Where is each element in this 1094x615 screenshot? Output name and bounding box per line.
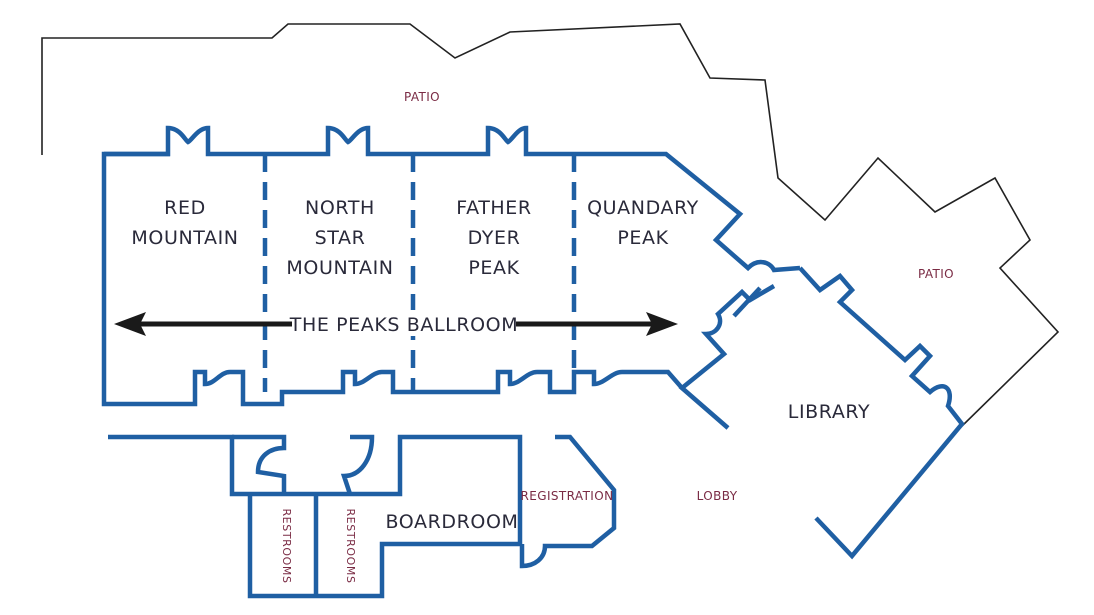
room-father-dyer-line1: FATHER	[456, 197, 531, 219]
room-red-mountain-line1: RED	[164, 197, 206, 219]
library-label: LIBRARY	[788, 401, 870, 423]
restrooms-label-1: RESTROOMS	[280, 508, 293, 583]
room-north-star-line3: MOUNTAIN	[286, 257, 393, 279]
library-notch	[732, 286, 762, 318]
room-red-mountain-line2: MOUNTAIN	[131, 227, 238, 249]
arrow-head-left	[114, 312, 146, 336]
patio-top-outline	[41, 23, 1060, 429]
arrow-head-right	[646, 312, 678, 336]
patio-right-label: PATIO	[918, 267, 954, 281]
ballroom-label: THE PEAKS BALLROOM	[289, 314, 518, 336]
ballroom-label-bg	[292, 310, 516, 336]
room-north-star-line1: NORTH	[305, 197, 375, 219]
boardroom-label: BOARDROOM	[385, 511, 518, 533]
ballroom-walls	[101, 151, 684, 407]
restroom-door-left	[232, 434, 287, 494]
ballroom-right-wall	[678, 284, 776, 430]
room-quandary-line1: QUANDARY	[587, 197, 699, 219]
lobby-label: LOBBY	[697, 489, 738, 503]
room-north-star-line2: STAR	[315, 227, 366, 249]
restrooms-label-2: RESTROOMS	[344, 508, 357, 583]
ballroom-top-wall	[104, 125, 801, 273]
room-father-dyer-line2: DYER	[468, 227, 521, 249]
restrooms-block	[247, 494, 520, 599]
room-quandary-line2: PEAK	[617, 227, 668, 249]
registration-booth	[519, 434, 617, 569]
restroom-door-right	[340, 434, 375, 495]
patio-top-label: PATIO	[404, 90, 440, 104]
library-walls	[798, 266, 965, 560]
room-father-dyer-line3: PEAK	[468, 257, 519, 279]
registration-label: REGISTRATION	[521, 489, 614, 503]
